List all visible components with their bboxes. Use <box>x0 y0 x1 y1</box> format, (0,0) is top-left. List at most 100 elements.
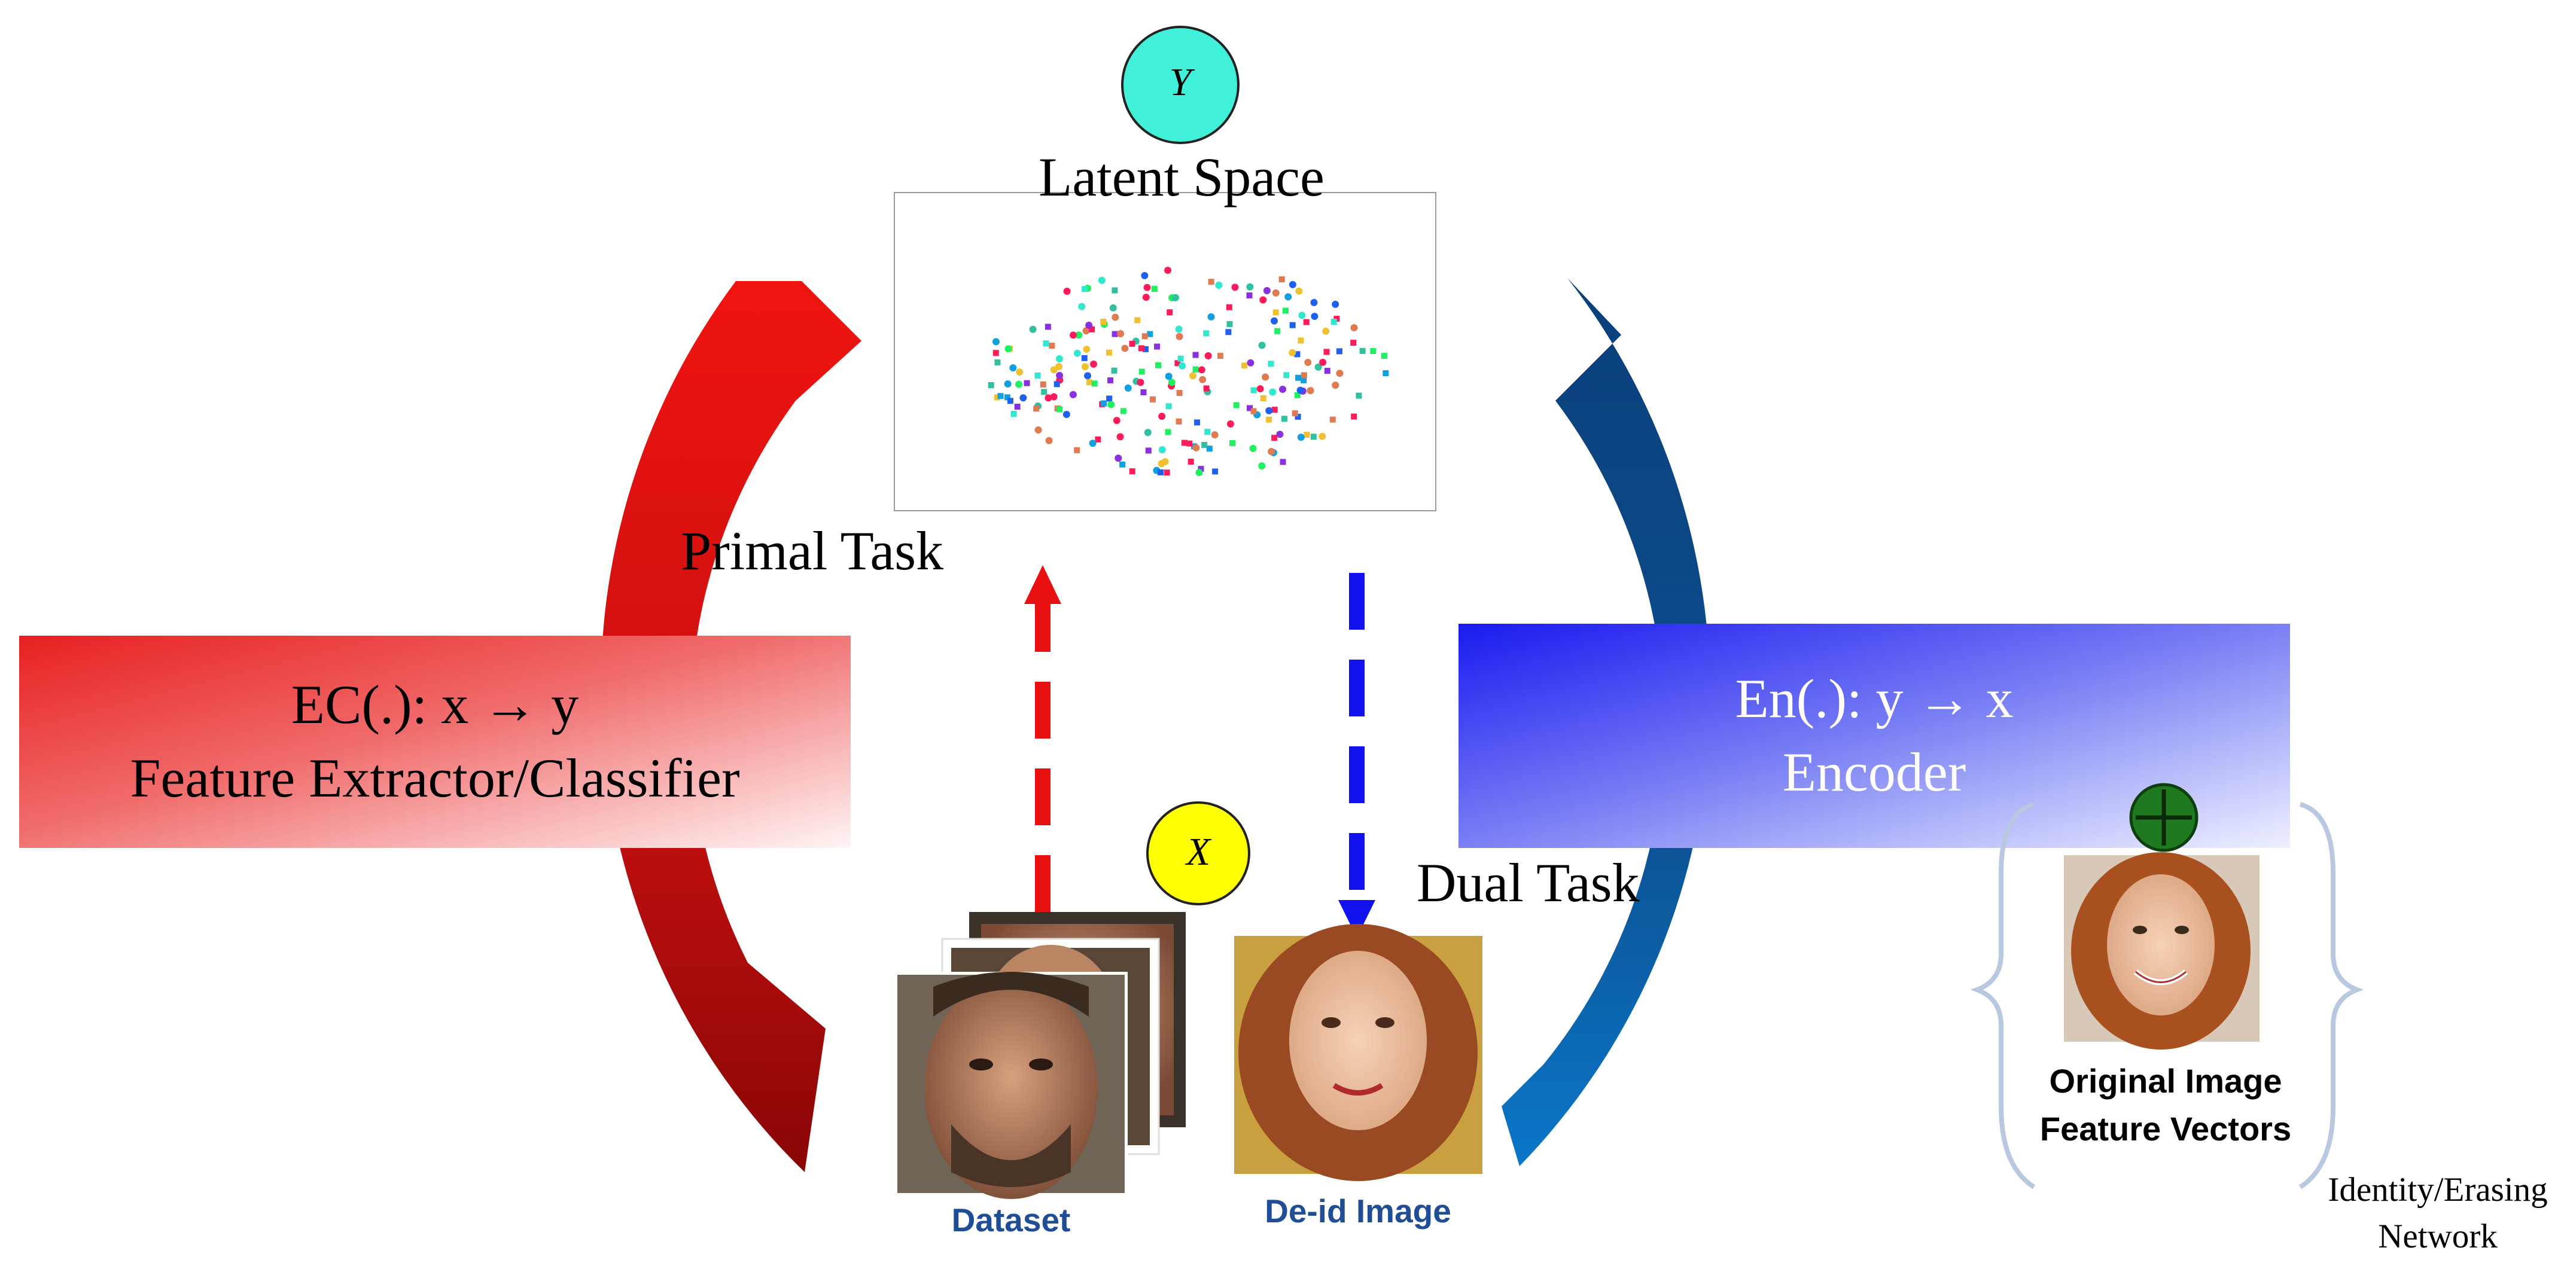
scatter-point <box>1192 352 1199 358</box>
primal-task-label: Primal Task <box>681 520 944 581</box>
scatter-point <box>1203 330 1210 337</box>
scatter-point <box>1176 390 1183 396</box>
scatter-point <box>1298 337 1304 344</box>
scatter-point <box>1289 349 1296 356</box>
scatter-point <box>1024 380 1030 386</box>
scatter-point <box>1201 442 1208 449</box>
scatter-point <box>1279 385 1287 393</box>
scatter-point <box>1174 360 1181 367</box>
network-caption-line2: Network <box>2378 1218 2498 1255</box>
scatter-point <box>1269 388 1277 396</box>
scatter-point <box>1350 324 1358 331</box>
scatter-point <box>1207 313 1215 321</box>
scatter-point <box>1119 461 1126 468</box>
scatter-point <box>1294 351 1301 358</box>
scatter-point <box>1268 447 1275 455</box>
scatter-point <box>1260 395 1266 402</box>
scatter-point <box>1167 309 1173 316</box>
scatter-point <box>1229 440 1236 446</box>
scatter-point <box>1263 287 1271 295</box>
scatter-point <box>1140 389 1147 395</box>
scatter-point <box>1195 469 1203 477</box>
de-id-caption: De-id Image <box>1265 1192 1451 1230</box>
scatter-point <box>1147 331 1153 337</box>
scatter-point <box>1115 454 1122 462</box>
scatter-point <box>1271 317 1278 325</box>
scatter-point <box>1085 321 1093 329</box>
scatter-point <box>1055 355 1063 363</box>
scatter-point <box>1192 444 1200 452</box>
scatter-point <box>1278 276 1285 283</box>
scatter-point <box>1336 348 1342 355</box>
scatter-point <box>1056 371 1064 379</box>
scatter-point <box>1154 343 1161 350</box>
scatter-point <box>1283 372 1290 379</box>
scatter-point <box>1289 322 1296 328</box>
scatter-point <box>1158 446 1166 454</box>
scatter-point <box>1015 380 1023 388</box>
scatter-point <box>1055 363 1062 371</box>
right-brace <box>2298 802 2364 1189</box>
scatter-point <box>1107 377 1114 384</box>
scatter-point <box>1141 271 1149 279</box>
scatter-point <box>1084 372 1092 380</box>
scatter-point <box>1295 413 1301 420</box>
scatter-point <box>1009 364 1017 372</box>
scatter-point <box>1176 332 1183 340</box>
scatter-point <box>1324 368 1330 374</box>
scatter-point <box>1164 266 1172 274</box>
scatter-point <box>1098 276 1106 284</box>
scatter-point <box>1107 401 1115 408</box>
scatter-point <box>1075 331 1083 339</box>
scatter-point <box>1332 300 1339 308</box>
scatter-point <box>1112 331 1118 337</box>
scatter-point <box>1280 459 1286 465</box>
scatter-point <box>1165 373 1173 380</box>
encoder-line2: Encoder <box>1782 742 1966 803</box>
x-node <box>1146 801 1250 905</box>
scatter-point <box>1272 309 1279 316</box>
scatter-point <box>1109 304 1117 312</box>
scatter-point <box>1081 363 1089 371</box>
dataset-caption: Dataset <box>951 1201 1071 1238</box>
scatter-point <box>1301 377 1307 383</box>
scatter-point <box>1329 416 1336 423</box>
scatter-point <box>1043 340 1049 347</box>
scatter-point <box>1186 440 1192 447</box>
dual-arrow-head <box>1338 900 1375 938</box>
scatter-point <box>1198 466 1204 472</box>
scatter-point <box>1295 287 1303 295</box>
scatter-point <box>1045 324 1051 330</box>
scatter-point <box>1276 431 1284 438</box>
scatter-point <box>1158 413 1166 420</box>
scatter-point <box>994 359 1001 365</box>
original-image-caption-line1: Original Image <box>2049 1062 2282 1100</box>
scatter-point <box>1381 353 1387 359</box>
scatter-point <box>1138 368 1145 375</box>
de-id-image <box>1234 924 1482 1181</box>
scatter-point <box>1086 379 1093 386</box>
scatter-point <box>1040 381 1046 388</box>
scatter-point <box>1004 380 1012 388</box>
scatter-point <box>1271 407 1278 413</box>
scatter-point <box>1319 358 1327 366</box>
scatter-point <box>1212 468 1219 475</box>
scatter-point <box>1004 345 1012 353</box>
scatter-point <box>1121 344 1129 352</box>
scatter-point <box>1226 420 1234 428</box>
scatter-point <box>1250 408 1257 414</box>
scatter-point <box>1010 410 1017 417</box>
scatter-point <box>1295 374 1302 381</box>
scatter-point <box>1282 307 1289 314</box>
scatter-point <box>1095 436 1101 443</box>
scatter-point <box>1049 343 1055 349</box>
scatter-point <box>1073 349 1081 357</box>
original-image-caption-line2: Feature Vectors <box>2039 1110 2292 1148</box>
scatter-point <box>1158 469 1164 475</box>
scatter-point <box>1272 289 1280 297</box>
scatter-point <box>1155 362 1162 368</box>
scatter-point <box>1215 281 1223 289</box>
scatter-point <box>1256 385 1264 393</box>
scatter-point <box>1081 355 1088 361</box>
scatter-point <box>1189 372 1197 380</box>
